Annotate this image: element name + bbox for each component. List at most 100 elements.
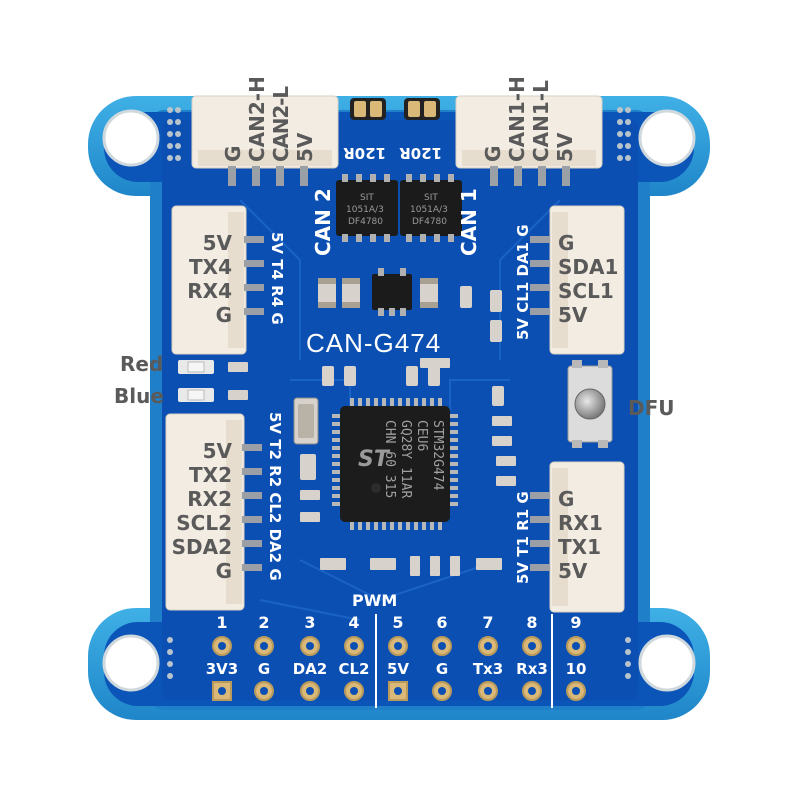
uart4-silkscreen: 5V T4 R4 G	[268, 232, 286, 325]
status-leds	[178, 360, 248, 402]
crystal	[293, 397, 319, 480]
port2-pin-5v: 5V	[203, 439, 233, 463]
chip-right-line1: SIT	[424, 193, 438, 203]
pwm-hole-bottom-7	[484, 687, 492, 695]
uart4-pin-5v: 5V	[203, 231, 233, 255]
pwm-number-4: 4	[348, 613, 359, 632]
can2-pin-l: CAN2-L	[269, 86, 293, 162]
i2c1-pin-scl1: SCL1	[558, 279, 614, 303]
pwm-hole-top-3	[306, 642, 314, 650]
mcu-line1: STM32G474	[430, 420, 445, 491]
pwm-hole-bottom-5	[394, 687, 402, 695]
connector-uart1: G RX1 TX1 5V 5V T1 R1 G	[514, 461, 625, 613]
pwm-hole-bottom-6	[438, 687, 446, 695]
pwm-hole-bottom-1	[218, 687, 226, 695]
pwm-label-7: Tx3	[473, 660, 503, 678]
can2-pin-h: CAN2-H	[245, 76, 269, 162]
i2c1-pin-g: G	[558, 231, 574, 255]
mounting-holes	[102, 109, 696, 692]
pwm-number-6: 6	[436, 613, 447, 632]
can1-pin-5v: 5V	[553, 132, 577, 162]
pwm-hole-top-1	[218, 642, 226, 650]
uart4-pin-g: G	[216, 303, 232, 327]
pwm-dividers	[375, 614, 553, 708]
uart1-pin-5v: 5V	[558, 559, 588, 583]
port2-pin-scl2: SCL2	[176, 511, 232, 535]
pwm-hole-top-2	[260, 642, 268, 650]
port2-pin-sda2: SDA2	[172, 535, 232, 559]
via-dots	[167, 107, 631, 679]
can1-pin-l: CAN1-L	[529, 80, 553, 162]
pwm-label-6: G	[436, 660, 448, 678]
resistor-label-right: 120R	[399, 144, 442, 162]
pwm-hole-top-8	[528, 642, 536, 650]
dfu-label: DFU	[628, 396, 675, 420]
chip-left-line2: 1051A/3	[346, 205, 384, 215]
i2c1-silkscreen: 5V CL1 DA1 G	[514, 224, 532, 340]
connector-uart4: 5V TX4 RX4 G 5V T4 R4 G	[171, 205, 286, 355]
can-transceiver-left: SIT 1051A/3 DF4780	[336, 174, 398, 242]
pwm-label: PWM	[352, 591, 397, 610]
can2-silkscreen: CAN 2	[311, 188, 335, 256]
pwm-number-7: 7	[482, 613, 493, 632]
uart1-pin-g: G	[558, 487, 574, 511]
connector-can2: G CAN2-H CAN2-L 5V	[191, 76, 339, 186]
chip-left-line1: SIT	[360, 193, 374, 203]
chip-right-line3: DF4780	[412, 217, 447, 227]
uart1-silkscreen: 5V T1 R1 G	[514, 491, 532, 584]
led-red-label: Red	[120, 352, 164, 376]
st-logo: ST	[358, 447, 391, 472]
i2c1-pin-sda1: SDA1	[558, 255, 618, 279]
mcu-line3: GQ28Y 11AR	[398, 420, 413, 498]
port2-pin-g: G	[216, 559, 232, 583]
can-transceiver-right: SIT 1051A/3 DF4780	[400, 174, 462, 242]
pwm-label-8: Rx3	[516, 660, 548, 678]
pwm-hole-top-9	[572, 642, 580, 650]
can1-pin-g: G	[481, 146, 505, 162]
pwm-hole-bottom-4	[350, 687, 358, 695]
dfu-button[interactable]	[567, 360, 613, 448]
chip-left-line3: DF4780	[348, 217, 383, 227]
can1-silkscreen: CAN 1	[457, 188, 481, 256]
pwm-number-8: 8	[526, 613, 537, 632]
connector-i2c1: G SDA1 SCL1 5V 5V CL1 DA1 G	[514, 205, 625, 355]
pwm-hole-bottom-2	[260, 687, 268, 695]
uart4-pin-rx4: RX4	[187, 279, 232, 303]
can1-pin-h: CAN1-H	[505, 76, 529, 162]
pwm-label-9: 10	[566, 660, 587, 678]
resistor-label-left: 120R	[343, 144, 386, 162]
can2-pin-5v: 5V	[293, 132, 317, 162]
pwm-label-5: 5V	[387, 660, 409, 678]
uart1-pin-tx1: TX1	[558, 535, 601, 559]
chip-right-line2: 1051A/3	[410, 205, 448, 215]
board-name: CAN-G474	[306, 328, 441, 358]
pwm-number-9: 9	[570, 613, 581, 632]
pwm-label-2: G	[258, 660, 270, 678]
pwm-hole-bottom-9	[572, 687, 580, 695]
passive-components-top	[318, 268, 502, 342]
uart4-pin-tx4: TX4	[189, 255, 232, 279]
pwm-hole-top-7	[484, 642, 492, 650]
pwm-label-1: 3V3	[206, 660, 238, 678]
passive-components-mid	[300, 358, 516, 576]
port2-pin-tx2: TX2	[189, 463, 232, 487]
connector-can1: G CAN1-H CAN1-L 5V	[455, 76, 603, 186]
uart1-pin-rx1: RX1	[558, 511, 603, 535]
i2c1-pin-5v: 5V	[558, 303, 588, 327]
pwm-label-3: DA2	[293, 660, 328, 678]
mcu-chip: ST STM32G474 CEU6 GQ28Y 11AR CHN 60 315	[332, 398, 458, 530]
pwm-number-5: 5	[392, 613, 403, 632]
pwm-hole-bottom-8	[528, 687, 536, 695]
pwm-number-2: 2	[258, 613, 269, 632]
pwm-hole-bottom-3	[306, 687, 314, 695]
pwm-number-3: 3	[304, 613, 315, 632]
port2-pin-rx2: RX2	[187, 487, 232, 511]
mcu-line2: CEU6	[414, 420, 429, 451]
port2-silkscreen: 5V T2 R2 CL2 DA2 G	[266, 412, 284, 581]
can2-pin-g: G	[221, 146, 245, 162]
pwm-number-1: 1	[216, 613, 227, 632]
pwm-hole-top-6	[438, 642, 446, 650]
